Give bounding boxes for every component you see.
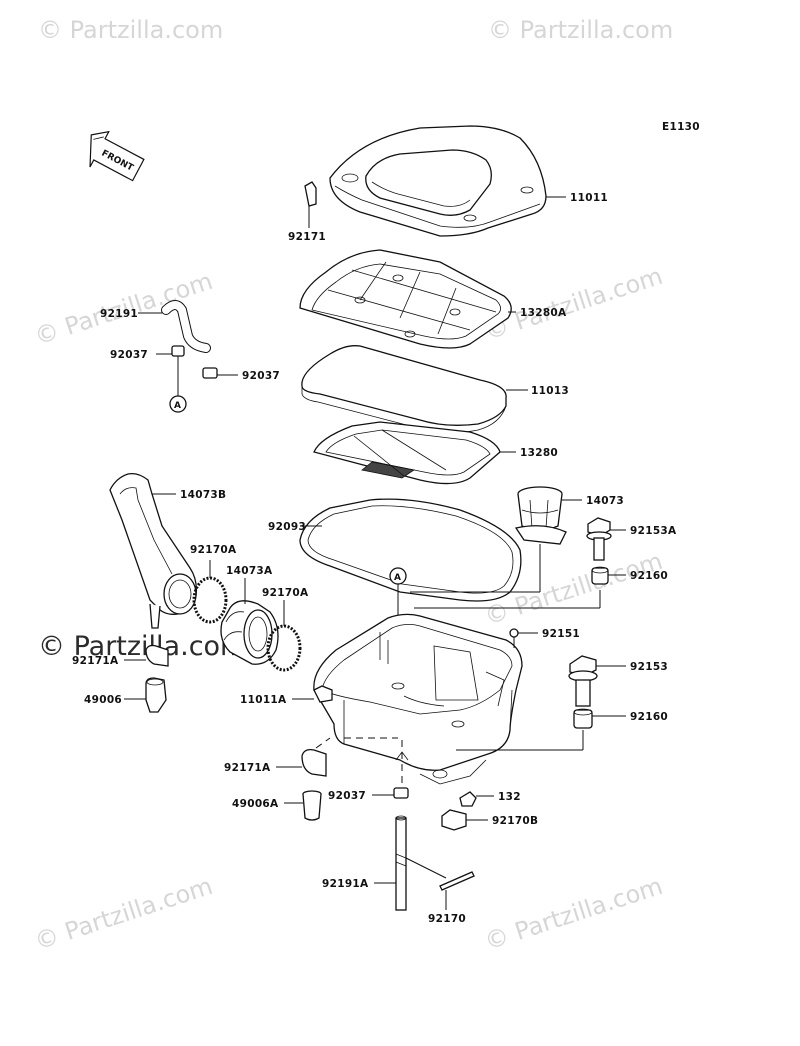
bolt-92153A — [586, 517, 626, 561]
inlet-14073 — [410, 486, 582, 593]
tube-92191A — [374, 815, 447, 911]
label-92153: 92153 — [630, 661, 668, 673]
hose-92191 — [138, 300, 211, 353]
duct-14073B — [109, 472, 198, 629]
watermark-bottom-right: © Partzilla.com — [481, 872, 666, 956]
label-92191A: 92191A — [322, 878, 369, 890]
screw-92151 — [509, 628, 538, 648]
filter-frame-13280 — [313, 421, 516, 485]
watermark-bottom-left: © Partzilla.com — [31, 872, 216, 956]
label-92170B: 92170B — [492, 815, 538, 827]
label-11013: 11013 — [531, 385, 569, 397]
label-11011A: 11011A — [240, 694, 287, 706]
label-132: 132 — [498, 791, 521, 803]
label-92171: 92171 — [288, 231, 326, 243]
clamp-92170B — [441, 809, 488, 831]
label-92191: 92191 — [100, 308, 138, 320]
label-92151: 92151 — [542, 628, 580, 640]
clamp-92037-side — [202, 367, 238, 379]
label-92153A: 92153A — [630, 525, 677, 537]
watermark-top-left: © Partzilla.com — [38, 16, 223, 44]
label-14073: 14073 — [586, 495, 624, 507]
ref-marker-a-left: A — [174, 401, 181, 411]
air-cleaner-housing-11011A — [292, 613, 523, 785]
label-14073B: 14073B — [180, 489, 226, 501]
label-92037-side: 92037 — [242, 370, 280, 382]
label-92171A-1: 92171A — [72, 655, 119, 667]
filter-element-11013 — [301, 345, 528, 433]
watermark-top-right: © Partzilla.com — [488, 16, 673, 44]
strap-92170 — [439, 871, 475, 910]
label-92170: 92170 — [428, 913, 466, 925]
grommet-92160-1 — [414, 566, 626, 609]
label-92171A-2: 92171A — [224, 762, 271, 774]
label-92037-top: 92037 — [110, 349, 148, 361]
watermark-main: © Partzilla.com — [38, 631, 246, 662]
air-cleaner-cover — [329, 125, 566, 237]
label-49006A: 49006A — [232, 798, 279, 810]
label-92170A-1: 92170A — [190, 544, 237, 556]
band-clamp-92170A-1 — [192, 560, 228, 624]
label-13280A: 13280A — [520, 307, 567, 319]
bolt-92153 — [568, 655, 626, 707]
fitting-49006 — [124, 677, 167, 713]
tube-49006A — [284, 790, 322, 821]
grommet-92160-2 — [456, 708, 626, 751]
label-14073A: 14073A — [226, 565, 273, 577]
filter-frame-13280A — [299, 249, 516, 349]
fitting-132 — [459, 791, 494, 807]
clamp-92037-bottom — [372, 740, 409, 799]
label-11011: 11011 — [570, 192, 608, 204]
gasket-92093 — [299, 498, 522, 602]
clip-92171 — [304, 181, 317, 228]
joint-14073A — [220, 578, 279, 665]
label-92037-bottom: 92037 — [328, 790, 366, 802]
clamp-92037-top: A — [156, 345, 187, 413]
clip-92171A-2 — [276, 737, 331, 777]
label-13280: 13280 — [520, 447, 558, 459]
clip-92171A-1 — [124, 644, 169, 667]
label-92170A-2: 92170A — [262, 587, 309, 599]
diagram-code: E1130 — [662, 121, 700, 133]
front-arrow-icon: FRONT — [89, 130, 145, 182]
label-92160-1: 92160 — [630, 570, 668, 582]
ref-marker-a-right: A — [394, 573, 401, 583]
label-92160-2: 92160 — [630, 711, 668, 723]
label-92093: 92093 — [268, 521, 306, 533]
label-49006: 49006 — [84, 694, 122, 706]
band-clamp-92170A-2 — [266, 600, 302, 672]
